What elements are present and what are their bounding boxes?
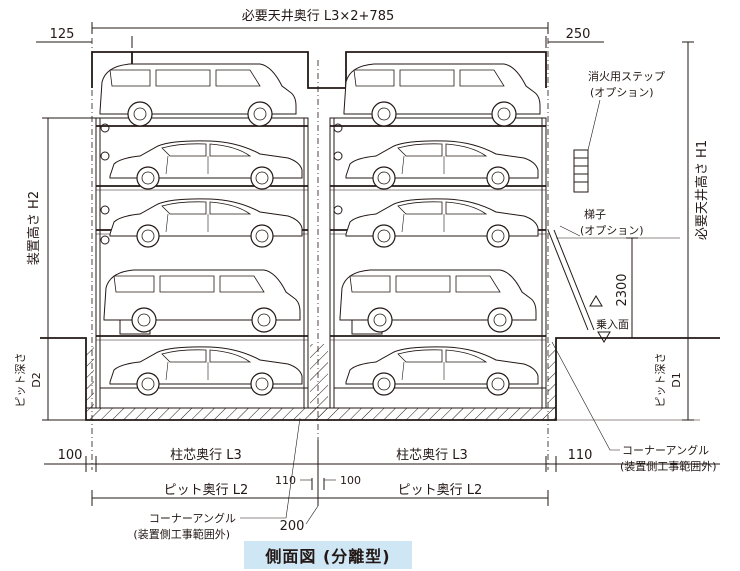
pit-depth-d1-symbol: D1	[670, 372, 683, 387]
dim-100-mid-label: 100	[340, 474, 361, 487]
column-depth-left-label: 柱芯奥行 L3	[170, 448, 242, 463]
fire-step-option-label: (オプション)	[590, 86, 654, 99]
fire-step	[573, 99, 601, 193]
dim-110-right-label: 110	[568, 448, 593, 463]
car-van-top-right	[343, 63, 541, 127]
ladder	[547, 225, 595, 331]
corner-angle-leaders	[240, 341, 620, 519]
entry-face-label: 乗入面	[596, 318, 629, 331]
fire-step-label: 消火用ステップ	[588, 69, 665, 83]
dim-200-label: 200	[280, 519, 305, 534]
ladder-label: 梯子	[584, 208, 606, 221]
height-h2-label: 装置高さ H2	[26, 191, 42, 265]
pit-depth-l2-right-label: ピット奥行 L2	[398, 483, 483, 498]
car-sedan-right-2	[345, 140, 539, 190]
car-sedan-left-3	[109, 198, 303, 248]
dim-110-mid-label: 110	[275, 474, 296, 487]
column-depth-right-label: 柱芯奥行 L3	[396, 448, 468, 463]
dim-2300-label: 2300	[615, 273, 630, 306]
figure-caption: 側面図 (分離型)	[244, 541, 412, 569]
right-dimensions	[556, 41, 700, 421]
corner-angle-left-label: コーナーアングル	[149, 511, 236, 525]
pit-depth-d1-label: ピット深さ	[654, 353, 667, 408]
car-van-top-left	[99, 63, 297, 127]
dim-100-left-label: 100	[58, 448, 83, 463]
corner-angle-right-label: コーナーアングル	[622, 443, 709, 457]
dim-125-label: 125	[50, 27, 75, 42]
pit-depth-d2-label: ピット深さ	[14, 353, 27, 408]
car-sedan-right-3	[345, 198, 539, 248]
pit-depth-d2-symbol: D2	[30, 372, 43, 387]
pit-depth-l2-left-label: ピット奥行 L2	[164, 483, 249, 498]
ceiling-depth-dimension	[36, 22, 604, 48]
height-h1-label: 必要天井高さ H1	[694, 140, 710, 240]
bottom-dimensions	[44, 440, 720, 525]
pit-ground	[40, 337, 720, 421]
ceiling-depth-label: 必要天井奥行 L3×2+785	[242, 9, 395, 24]
left-dimensions	[42, 117, 96, 421]
car-sedan-left-2	[109, 140, 303, 190]
car-van-right-4	[339, 269, 537, 333]
entry-face-marker	[556, 237, 680, 343]
ladder-option-label: (オプション)	[580, 224, 644, 237]
car-van-left-4	[103, 269, 301, 333]
corner-angle-left-note: (装置側工事範囲外)	[133, 527, 230, 541]
corner-angle-right-note: (装置側工事範囲外)	[620, 459, 717, 473]
dim-250-label: 250	[566, 27, 591, 42]
